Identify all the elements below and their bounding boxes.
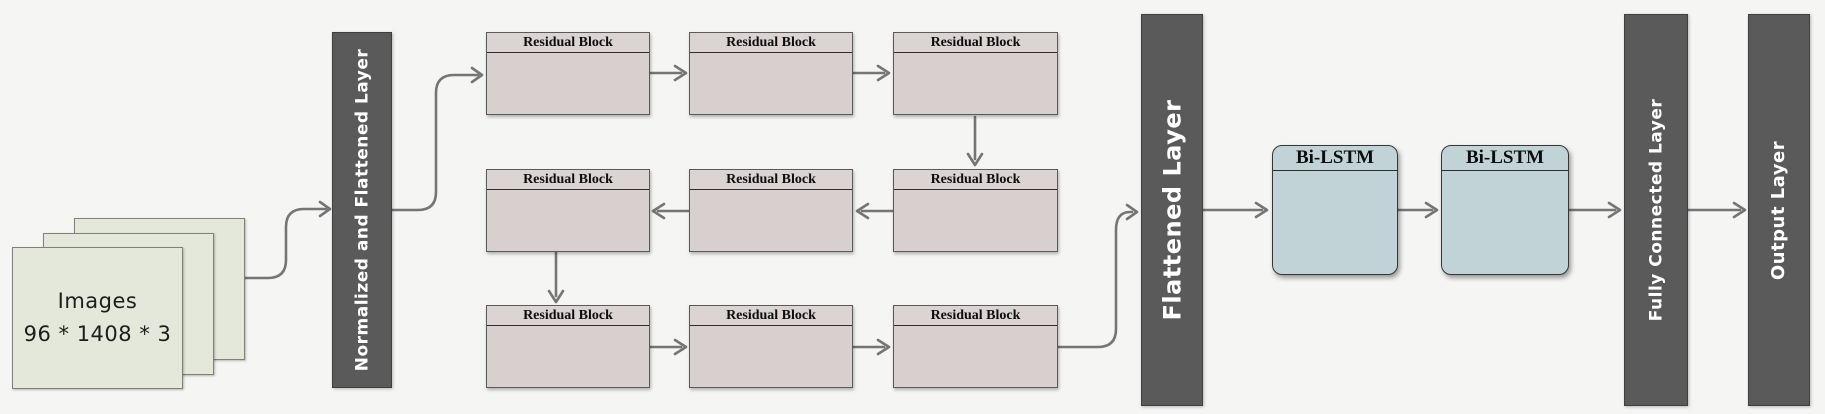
arrow-bilstm1-to-bilstm2-icon [1396,201,1439,219]
arrow-residual-7-to-8-icon [648,338,688,356]
bilstm-block-2: Bi-LSTM [1441,145,1569,275]
arrow-residual-5-to-4-icon [651,202,691,220]
residual-block-6-title: Residual Block [894,170,1057,190]
arrow-residual-1-to-2-icon [648,64,688,82]
output-layer-label: Output Layer [1768,140,1790,280]
residual-block-7-title: Residual Block [487,306,649,326]
residual-block-3-title: Residual Block [894,33,1057,53]
fully-connected-layer-bar: Fully Connected Layer [1624,14,1688,406]
residual-block-8: Residual Block [689,305,853,388]
residual-block-6: Residual Block [893,169,1058,252]
residual-block-2: Residual Block [689,32,853,115]
input-images-label: Images 96 * 1408 * 3 [24,285,172,351]
bilstm-block-1-title: Bi-LSTM [1273,146,1397,171]
arrow-images-to-normalized-icon [243,200,332,280]
residual-block-4-title: Residual Block [487,170,649,190]
arrow-fc-to-output-icon [1686,201,1747,219]
image-card-front: Images 96 * 1408 * 3 [12,247,183,389]
normalized-flattened-layer-bar: Normalized and Flattened Layer [332,32,392,388]
residual-block-2-title: Residual Block [690,33,852,53]
arrow-flattened-to-bilstm1-icon [1201,201,1269,219]
images-title: Images [57,289,138,313]
arrow-residual-9-to-flattened-icon [1056,203,1139,349]
bilstm-block-1: Bi-LSTM [1272,145,1398,275]
output-layer-bar: Output Layer [1748,14,1810,406]
residual-block-5-title: Residual Block [690,170,852,190]
residual-block-9-title: Residual Block [894,306,1057,326]
flattened-layer-bar: Flattened Layer [1141,14,1203,406]
arrow-residual-4-down-icon [547,251,565,304]
bilstm-block-2-title: Bi-LSTM [1442,146,1568,171]
normalized-flattened-layer-label: Normalized and Flattened Layer [352,48,372,372]
images-dimensions: 96 * 1408 * 3 [23,322,172,346]
residual-block-5: Residual Block [689,169,853,252]
flattened-layer-label: Flattened Layer [1158,99,1187,321]
residual-block-8-title: Residual Block [690,306,852,326]
arrow-residual-3-down-icon [966,115,984,167]
residual-block-9: Residual Block [893,305,1058,388]
arrow-residual-6-to-5-icon [855,202,895,220]
arrow-bilstm2-to-fc-icon [1567,201,1622,219]
residual-block-4: Residual Block [486,169,650,252]
residual-block-3: Residual Block [893,32,1058,115]
arrow-residual-8-to-9-icon [851,338,891,356]
arrow-residual-2-to-3-icon [851,64,891,82]
residual-block-1-title: Residual Block [487,33,649,53]
arrow-normalized-to-residual-1-icon [390,66,484,212]
residual-block-1: Residual Block [486,32,650,115]
fully-connected-layer-label: Fully Connected Layer [1646,98,1667,322]
residual-block-7: Residual Block [486,305,650,388]
